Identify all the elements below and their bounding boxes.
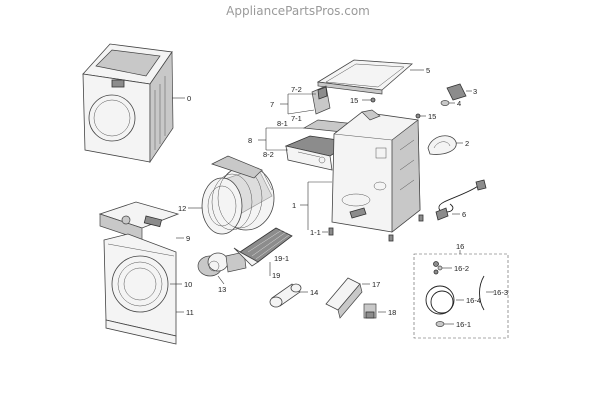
- part-15-screw-top[interactable]: [370, 97, 376, 103]
- callout-15a[interactable]: 15: [350, 96, 358, 105]
- part-16-3-hose[interactable]: [479, 275, 485, 311]
- callout-3[interactable]: 3: [473, 87, 477, 96]
- part-2-fan-cover[interactable]: [427, 135, 457, 155]
- callout-1[interactable]: 1: [292, 201, 296, 210]
- part-0-dryer-unit[interactable]: [82, 43, 174, 164]
- part-16-steam-kit[interactable]: [413, 253, 509, 339]
- callout-8-2[interactable]: 8-2: [263, 150, 274, 159]
- part-12-drum[interactable]: [201, 155, 275, 235]
- callout-16-4[interactable]: 16-4: [466, 296, 481, 305]
- callout-14[interactable]: 14: [310, 288, 318, 297]
- part-5-top-panel[interactable]: [316, 59, 413, 95]
- callout-4[interactable]: 4: [457, 99, 461, 108]
- callout-16-1[interactable]: 16-1: [456, 320, 471, 329]
- part-17-reservoir[interactable]: [325, 277, 363, 319]
- callout-13[interactable]: 13: [218, 285, 226, 294]
- part-4-switch[interactable]: [440, 100, 450, 106]
- part-1-1-leveling-foot[interactable]: [328, 214, 424, 242]
- part-16-4-inlet-hose[interactable]: [425, 285, 455, 315]
- part-1-cabinet[interactable]: [331, 109, 421, 233]
- part-3-control-board[interactable]: [446, 83, 467, 101]
- watermark: AppliancePartsPros.com: [226, 4, 370, 18]
- callout-7-1[interactable]: 7-1: [291, 114, 302, 123]
- callout-17[interactable]: 17: [372, 280, 380, 289]
- callout-18[interactable]: 18: [388, 308, 396, 317]
- callout-7-2[interactable]: 7-2: [291, 85, 302, 94]
- callout-16[interactable]: 16: [456, 242, 464, 251]
- callout-1-1[interactable]: 1-1: [310, 228, 321, 237]
- part-16-2-fitting[interactable]: [433, 261, 443, 275]
- part-13-blower-motor[interactable]: [197, 251, 247, 277]
- callout-15b[interactable]: 15: [428, 112, 436, 121]
- callout-0[interactable]: 0: [187, 94, 191, 103]
- callout-8-1[interactable]: 8-1: [277, 119, 288, 128]
- callout-16-3[interactable]: 16-3: [493, 288, 508, 297]
- callout-11[interactable]: 11: [186, 308, 194, 317]
- part-18-valve[interactable]: [363, 303, 377, 319]
- callout-12[interactable]: 12: [178, 204, 186, 213]
- part-6-power-cord[interactable]: [435, 179, 487, 221]
- part-7-2-knob[interactable]: [317, 86, 328, 100]
- callout-2[interactable]: 2: [465, 139, 469, 148]
- part-11-kick-panel[interactable]: [105, 319, 177, 345]
- part-15-screw-right[interactable]: [415, 113, 421, 119]
- callout-19-1[interactable]: 19-1: [274, 254, 289, 263]
- callout-6[interactable]: 6: [462, 210, 466, 219]
- callout-16-2[interactable]: 16-2: [454, 264, 469, 273]
- callout-10[interactable]: 10: [184, 280, 192, 289]
- part-19-heater-housing[interactable]: [233, 247, 259, 267]
- part-14-exhaust-duct[interactable]: [269, 283, 302, 308]
- callout-5[interactable]: 5: [426, 66, 430, 75]
- callout-8[interactable]: 8: [248, 136, 252, 145]
- part-9-front-control-panel[interactable]: [98, 201, 180, 241]
- callout-9[interactable]: 9: [186, 234, 190, 243]
- leader-13: [217, 275, 225, 285]
- leader-7-1: [287, 109, 315, 115]
- part-10-front-panel[interactable]: [103, 233, 177, 337]
- part-16-1-washer[interactable]: [435, 321, 445, 327]
- callout-19[interactable]: 19: [272, 271, 280, 280]
- callout-7[interactable]: 7: [270, 100, 274, 109]
